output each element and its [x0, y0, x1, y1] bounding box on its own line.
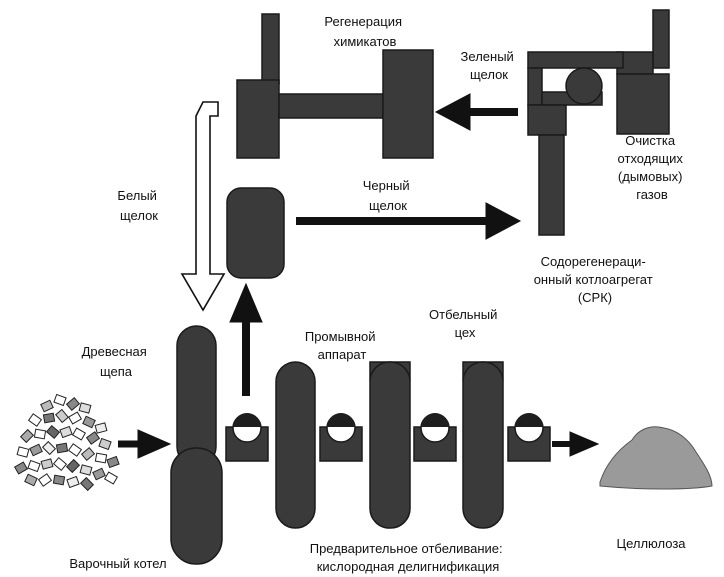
- black-liquor-arrow: [296, 202, 522, 240]
- label-washer: Промывной аппарат: [305, 329, 379, 362]
- chemical-regeneration-unit: [236, 13, 434, 159]
- wood-chips-pile: [13, 393, 120, 492]
- bleach-tower-1: [369, 361, 411, 529]
- digester-to-tank-arrow: [229, 282, 263, 396]
- label-bleach-plant: Отбельный цех: [429, 307, 501, 340]
- label-chem-regen: Регенерация химикатов: [324, 14, 405, 49]
- pulp-pile: [599, 426, 713, 490]
- black-liquor-tank: [226, 187, 285, 279]
- label-pre-bleach: Предварительное отбеливание: кислородная…: [310, 541, 507, 574]
- label-green-liquor: Зеленый щелок: [461, 49, 518, 82]
- label-black-liquor: Черный щелок: [363, 178, 414, 213]
- white-liquor-arrow: [180, 101, 226, 312]
- recovery-boiler: [527, 9, 670, 236]
- washer-to-pulp-arrow: [552, 431, 600, 457]
- washer-2: [319, 413, 363, 462]
- label-wood-chips: Древесная щепа: [82, 344, 151, 379]
- label-flue-gas: Очистка отходящих (дымовых) газов: [618, 133, 687, 202]
- label-digester: Варочный котел: [69, 556, 166, 571]
- label-pulp: Целлюлоза: [616, 536, 686, 551]
- washer-4: [507, 413, 551, 462]
- label-recovery-boiler: Содорегенераци- онный котлоагрегат (СРК): [534, 254, 657, 305]
- green-liquor-arrow: [434, 93, 518, 131]
- oxygen-delignification-column: [275, 361, 316, 529]
- bleach-tower-2: [462, 361, 504, 529]
- digester: [170, 325, 223, 565]
- label-white-liquor: Белый щелок: [117, 188, 160, 223]
- washer-1: [225, 413, 269, 462]
- chips-to-digester-arrow: [118, 429, 172, 459]
- washer-3: [413, 413, 457, 462]
